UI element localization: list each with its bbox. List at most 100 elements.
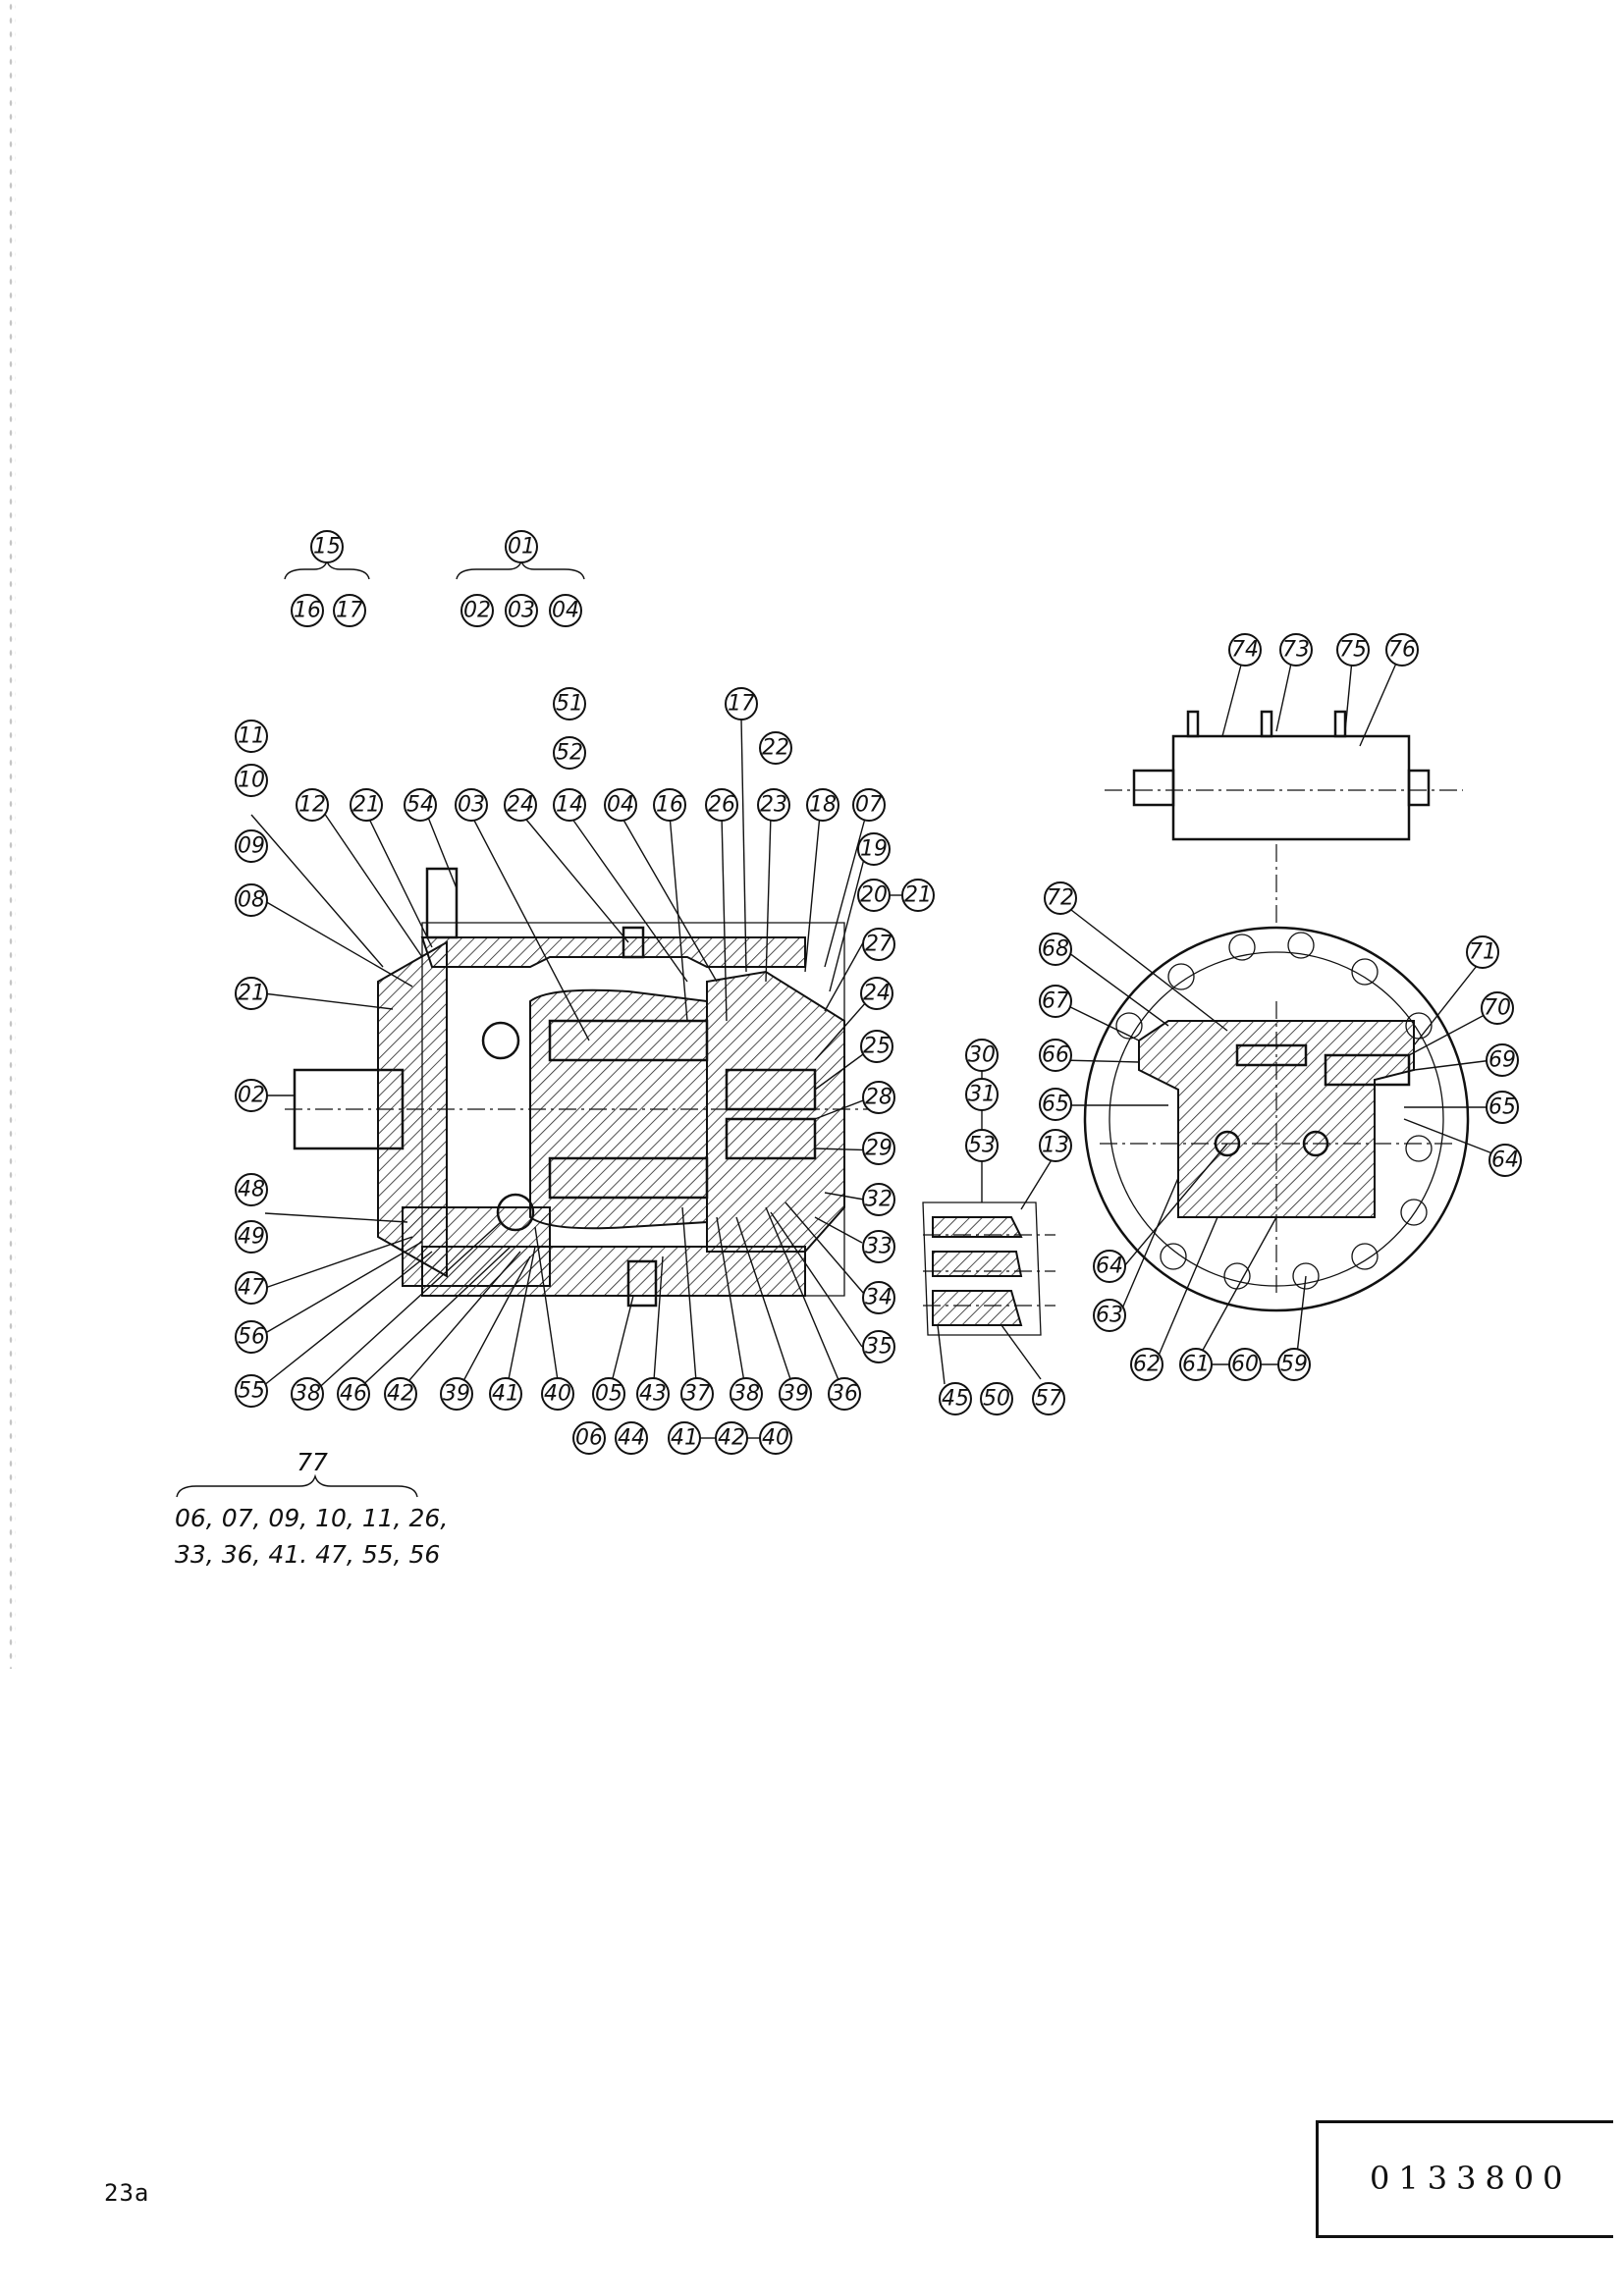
callout: 32 [862,1183,895,1216]
callout: 50 [980,1382,1013,1415]
callout: 42 [715,1421,748,1455]
callout: 22 [759,731,792,765]
callout: 08 [235,883,268,917]
svg-text:44: 44 [618,1426,645,1451]
svg-text:14: 14 [556,793,583,818]
callout: 30 [965,1039,999,1072]
callout: 54 [404,788,437,822]
callout: 23 [757,788,790,822]
svg-text:28: 28 [865,1086,893,1110]
svg-text:16: 16 [294,599,321,623]
svg-text:17: 17 [336,599,363,623]
callout: 14 [553,788,586,822]
callout: 40 [759,1421,792,1455]
svg-text:63: 63 [1096,1304,1123,1328]
callout: 19 [857,832,891,866]
svg-text:70: 70 [1484,996,1511,1021]
callout: 68 [1039,933,1072,966]
svg-text:47: 47 [238,1276,265,1301]
detail-section-view [922,1201,1055,1336]
callouts: 15 16 17 01 02 03 04 11 10 09 08 21 02 4… [235,530,1522,1455]
callout: 05 [592,1377,625,1411]
callout: 17 [725,687,758,721]
svg-text:11: 11 [238,724,265,749]
callout: 26 [705,788,738,822]
callout: 59 [1277,1348,1311,1381]
svg-text:09: 09 [238,834,265,859]
callout: 28 [862,1081,895,1114]
svg-text:15: 15 [313,535,341,560]
valve-top-view [1105,710,1463,923]
callout: 37 [680,1377,714,1411]
callout: 55 [235,1374,268,1408]
callout: 74 [1228,633,1262,667]
svg-text:62: 62 [1133,1353,1161,1377]
callout: 62 [1130,1348,1163,1381]
callout: 40 [541,1377,574,1411]
callout: 03 [455,788,488,822]
callout: 09 [235,829,268,863]
svg-text:57: 57 [1035,1387,1062,1412]
svg-text:43: 43 [639,1382,667,1407]
svg-text:42: 42 [387,1382,414,1407]
callout: 70 [1481,991,1514,1025]
svg-text:17: 17 [728,692,755,717]
callout: 39 [779,1377,812,1411]
svg-text:71: 71 [1469,940,1496,965]
svg-text:39: 39 [443,1382,470,1407]
callout: 34 [862,1281,895,1314]
svg-text:22: 22 [762,736,789,761]
svg-text:41: 41 [671,1426,698,1451]
svg-text:13: 13 [1042,1134,1069,1158]
svg-text:03: 03 [458,793,485,818]
callout-03: 03 [505,594,538,627]
callout: 75 [1336,633,1370,667]
kit-list: 77 06, 07, 09, 10, 11, 26, 33, 36, 41. 4… [175,1448,448,1569]
svg-text:37: 37 [683,1382,711,1407]
svg-text:05: 05 [595,1382,622,1407]
svg-text:40: 40 [762,1426,789,1451]
callout: 29 [862,1132,895,1165]
callout: 21 [235,977,268,1010]
svg-text:08: 08 [238,888,265,913]
svg-text:29: 29 [865,1137,893,1161]
callout: 39 [440,1377,473,1411]
svg-text:59: 59 [1280,1353,1308,1377]
svg-text:16: 16 [656,793,683,818]
svg-text:34: 34 [865,1286,893,1310]
callout-01: 01 [505,530,538,563]
callout: 61 [1179,1348,1213,1381]
svg-text:23: 23 [760,793,787,818]
svg-text:24: 24 [863,982,891,1006]
svg-text:46: 46 [340,1382,367,1407]
svg-text:61: 61 [1182,1353,1210,1377]
callout: 56 [235,1320,268,1354]
svg-text:18: 18 [809,793,837,818]
svg-text:32: 32 [865,1188,893,1212]
svg-text:52: 52 [556,741,583,766]
group-label-01 [456,560,585,580]
svg-text:26: 26 [708,793,735,818]
svg-text:56: 56 [238,1325,265,1350]
svg-text:67: 67 [1042,989,1069,1014]
svg-text:72: 72 [1047,886,1074,911]
callout-16: 16 [291,594,324,627]
callout: 64 [1093,1250,1126,1283]
svg-text:25: 25 [863,1035,891,1059]
svg-text:31: 31 [968,1083,996,1107]
drawing-number: 0133800 [1370,2160,1572,2197]
group-label-15 [284,560,370,580]
callout: 45 [939,1382,972,1415]
svg-text:50: 50 [983,1387,1010,1412]
callout: 71 [1466,935,1499,969]
callout: 41 [668,1421,701,1455]
callout: 07 [852,788,886,822]
callout: 72 [1044,881,1077,915]
callout: 02 [235,1079,268,1112]
svg-text:75: 75 [1339,638,1367,663]
callout: 25 [860,1030,893,1063]
callout: 38 [730,1377,763,1411]
svg-text:06: 06 [575,1426,603,1451]
kit-brace [176,1473,418,1498]
svg-text:10: 10 [238,769,265,793]
